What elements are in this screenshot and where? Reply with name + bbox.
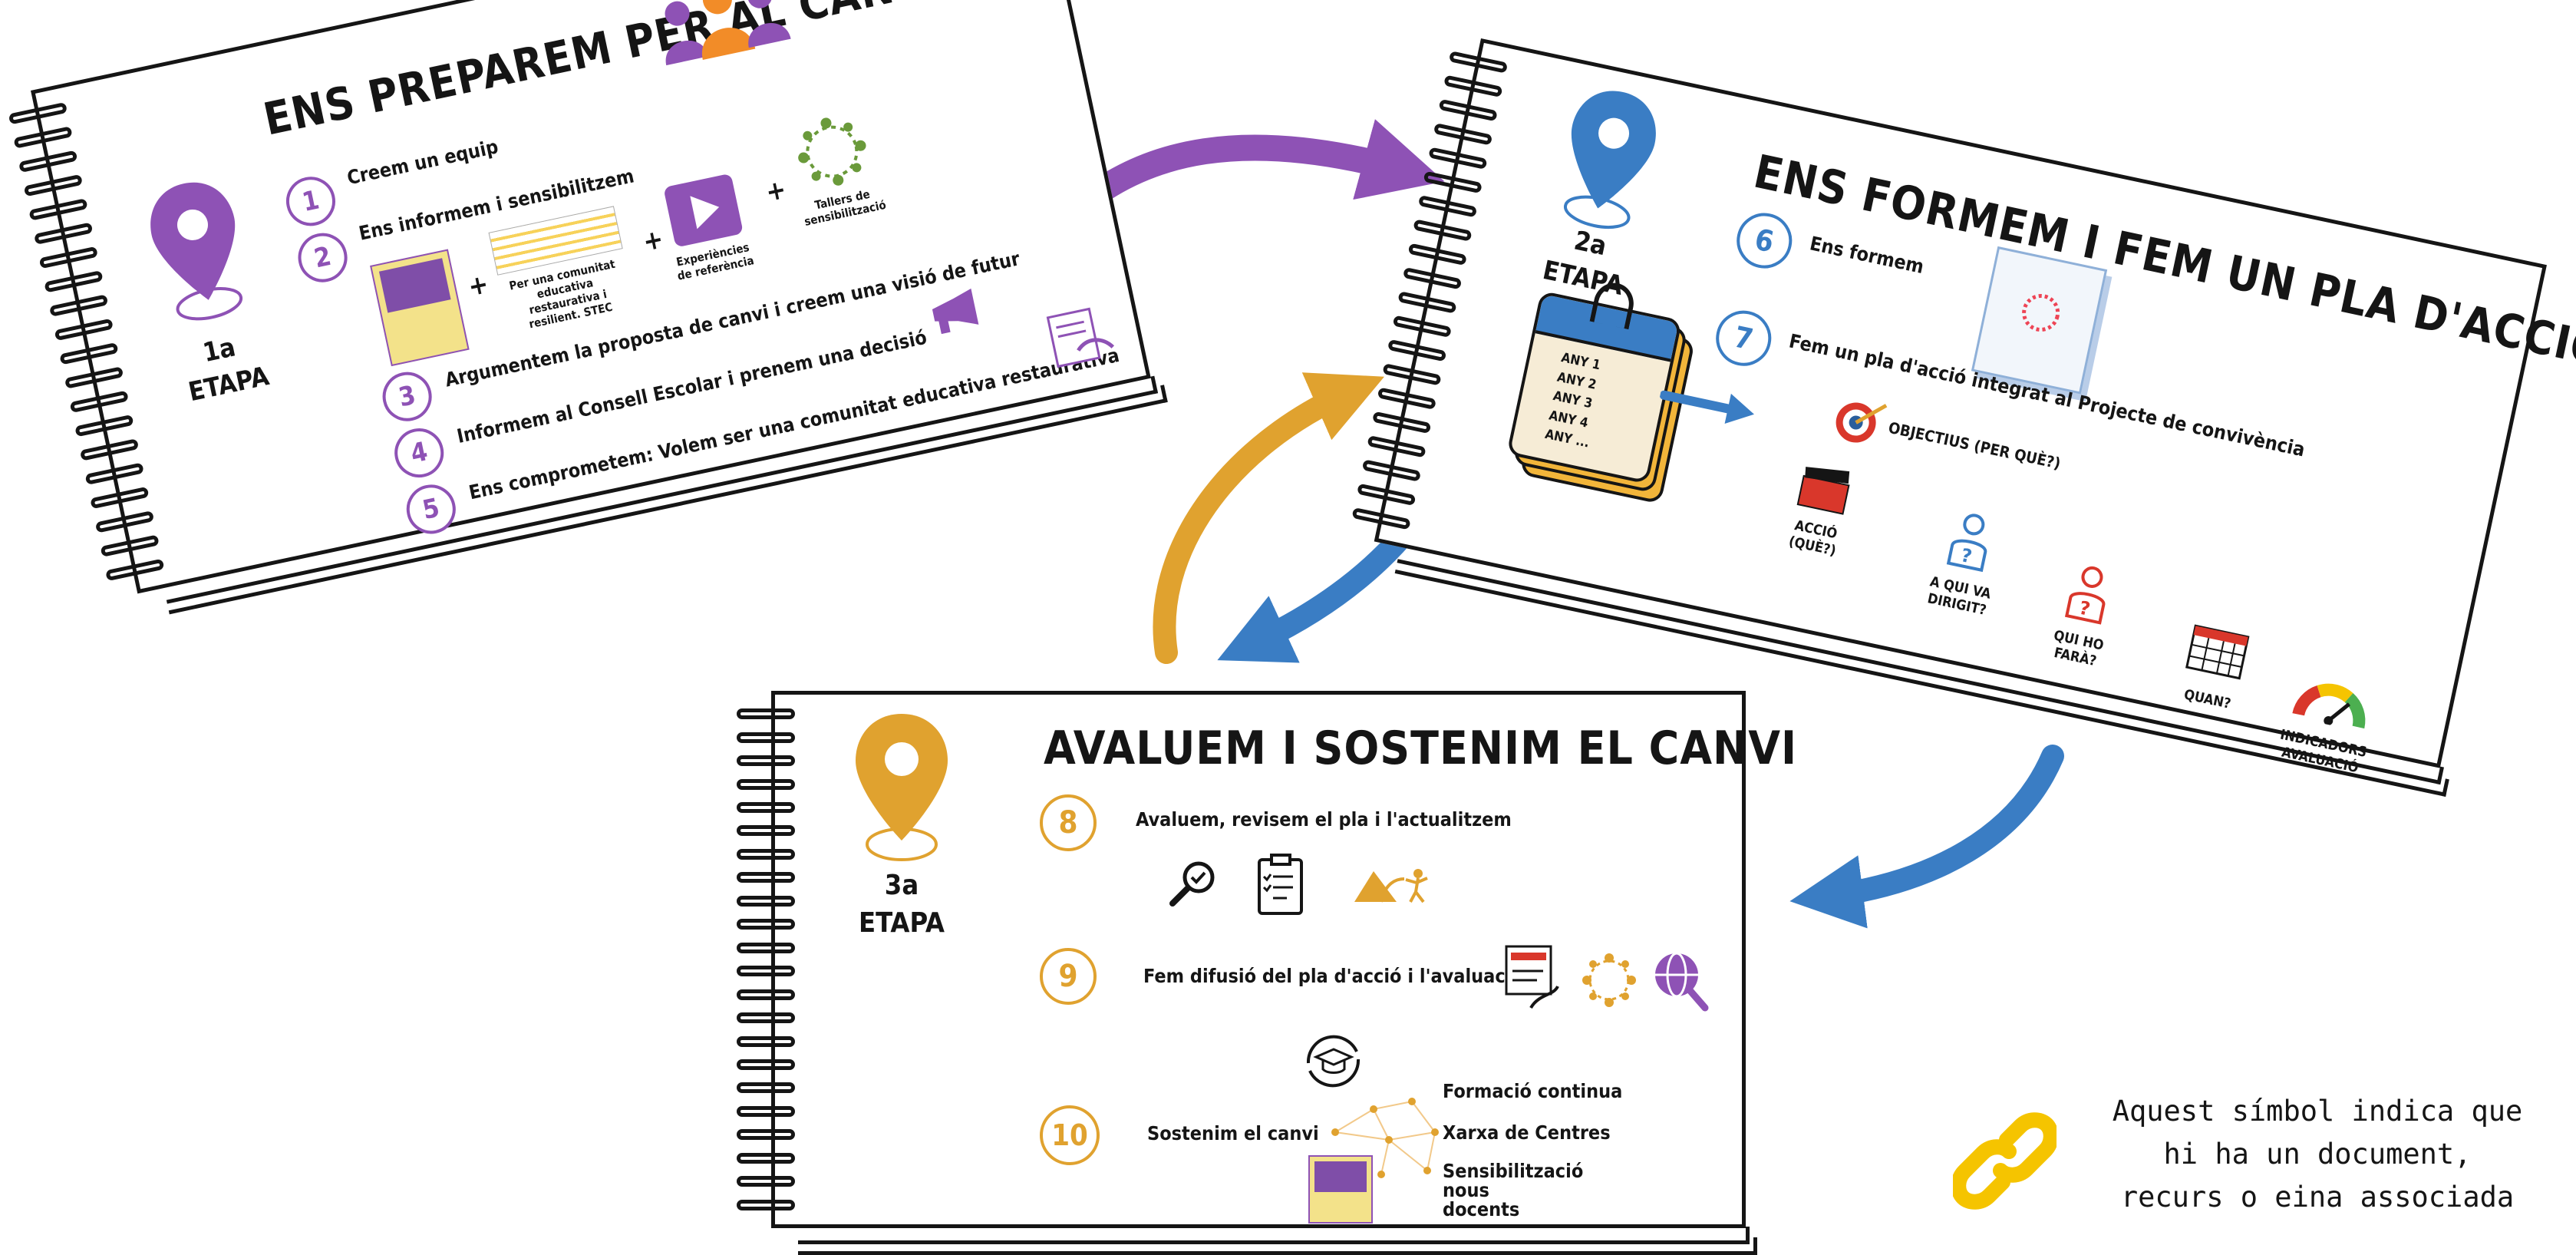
step-5-number: 5 — [401, 480, 460, 539]
step-7-number: 7 — [1710, 305, 1776, 372]
arrow-stage3-to-stage2 — [1153, 372, 1384, 664]
person-question-blue-icon[interactable]: ? — [1942, 508, 1999, 574]
step-4-text: Informem al Consell Escolar i prenem una… — [454, 325, 929, 448]
step-4-number: 4 — [390, 424, 449, 483]
notebook-spiral — [737, 702, 795, 1217]
plus-sign: + — [763, 173, 789, 209]
climbing-mountain-icon[interactable] — [1351, 860, 1435, 906]
step-8-text: Avaluem, revisem el pla i l'actualitzem — [1136, 808, 1512, 831]
legend-note: Aquest símbol indica que hi ha un docume… — [2112, 1095, 2523, 1214]
item-quan: QUAN? — [2182, 686, 2233, 712]
arrow-stage2-to-stage3-right — [1789, 745, 2064, 929]
workshop-circle-icon[interactable] — [787, 106, 878, 197]
gauge-icon[interactable] — [2290, 672, 2374, 732]
team-people-icon — [665, 0, 791, 66]
stage3-title: AVALUEM I SOSTENIM EL CANVI — [1044, 722, 1798, 775]
document-hand-icon[interactable] — [1500, 940, 1562, 1009]
step-2-number: 2 — [293, 228, 352, 287]
svg-text:?: ? — [2077, 597, 2092, 620]
location-pin-icon — [150, 182, 243, 321]
network-circle-icon[interactable] — [1581, 952, 1638, 1009]
clipboard-checklist-icon[interactable] — [1255, 852, 1308, 917]
chain-link-icon — [1953, 1112, 2057, 1210]
svg-text:?: ? — [1959, 544, 1974, 567]
network-graph-icon — [1331, 1098, 1439, 1178]
plus-sign: + — [640, 223, 666, 258]
plus-sign: + — [465, 269, 492, 303]
step-10-number: 10 — [1040, 1105, 1100, 1165]
step-1-text: Creem un equip — [345, 135, 500, 190]
step-9-text: Fem difusió del pla d'acció i l'avaluaci… — [1143, 965, 1523, 987]
target-icon — [1836, 402, 1888, 443]
contract-handshake-icon[interactable] — [1040, 301, 1120, 375]
step-3-number: 3 — [378, 367, 437, 426]
web-globe-icon[interactable] — [1650, 948, 1711, 1013]
graduation-cap-cycle-icon[interactable] — [1297, 1025, 1370, 1098]
sustain-item-formacio: Formació continua — [1443, 1080, 1623, 1102]
step-9-number: 9 — [1040, 948, 1097, 1005]
location-pin-icon — [1563, 91, 1656, 230]
location-pin-icon — [856, 714, 948, 861]
right-arrow-icon — [1659, 390, 1754, 424]
step-6-text: Ens formem — [1807, 232, 1926, 279]
step-8-number: 8 — [1040, 794, 1097, 851]
sustain-item-sensibilitzacio: Sensibilització nous docents — [1443, 1160, 1584, 1220]
step-10-text: Sostenim el canvi — [1147, 1122, 1319, 1144]
sustain-item-xarxa: Xarxa de Centres — [1443, 1121, 1611, 1144]
play-video-icon[interactable] — [663, 173, 744, 248]
person-question-red-icon[interactable]: ? — [2060, 560, 2117, 626]
item-accio: ACCIÓ(QUÈ?) — [1787, 517, 1839, 560]
objectius-label: OBJECTIUS (PER QUÈ?) — [1886, 418, 2063, 473]
step-1-number: 1 — [282, 172, 340, 231]
calendar-icon[interactable] — [2182, 618, 2254, 683]
step-6-number: 6 — [1731, 207, 1797, 274]
clapperboard-icon[interactable] — [1793, 460, 1855, 516]
megaphone-icon[interactable] — [925, 286, 987, 338]
resource-document-thumbnail[interactable] — [370, 249, 470, 367]
training-document-thumbnail[interactable] — [1971, 246, 2108, 395]
resource-document-thumbnail[interactable] — [1308, 1155, 1373, 1224]
magnifier-check-icon[interactable] — [1166, 856, 1220, 910]
